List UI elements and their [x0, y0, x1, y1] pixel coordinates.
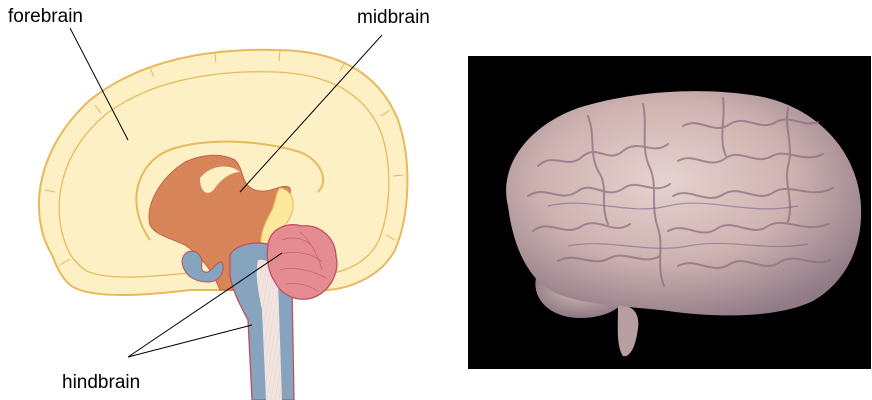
hindbrain-leader-2: [128, 325, 252, 357]
brain-photo-illustration: [468, 56, 871, 369]
midbrain-label: midbrain: [357, 8, 430, 27]
hindbrain-label: hindbrain: [62, 373, 140, 392]
brain-photo: [468, 56, 871, 369]
forebrain-label: forebrain: [8, 7, 83, 26]
